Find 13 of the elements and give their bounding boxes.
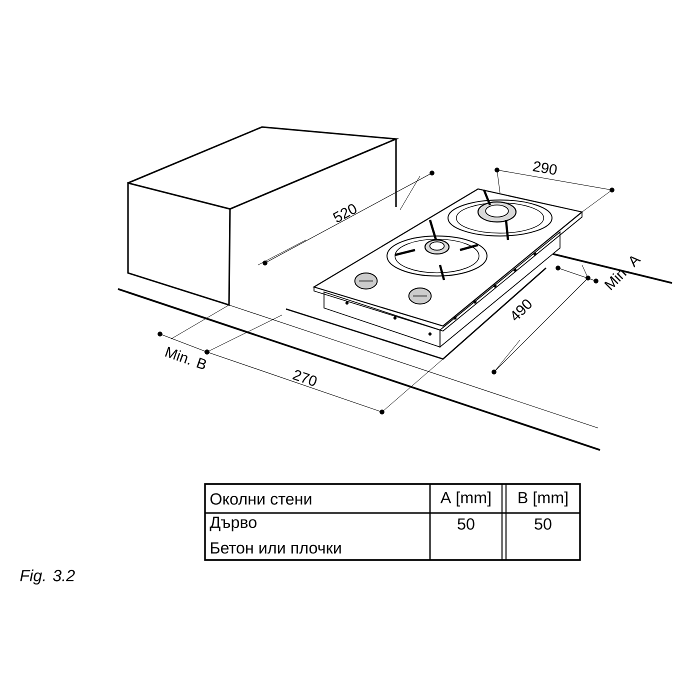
dimension-text: 270: [292, 370, 317, 386]
table-header: A [mm]: [440, 491, 490, 507]
table-text: 50: [458, 518, 474, 530]
dimension-text: 490: [512, 299, 532, 320]
figure-caption: Fig. 3.2: [20, 569, 75, 585]
table-text: Дърво: [210, 516, 256, 532]
dimension-text: 520: [332, 204, 356, 222]
table-header: B [mm]: [518, 491, 568, 507]
table-text: 50: [534, 518, 552, 530]
table-header: Околни стени: [210, 493, 312, 505]
table-text: Бетон или плочки: [211, 542, 341, 554]
dimension-text: Min. B: [164, 346, 206, 369]
dimension-text: 290: [532, 161, 557, 175]
